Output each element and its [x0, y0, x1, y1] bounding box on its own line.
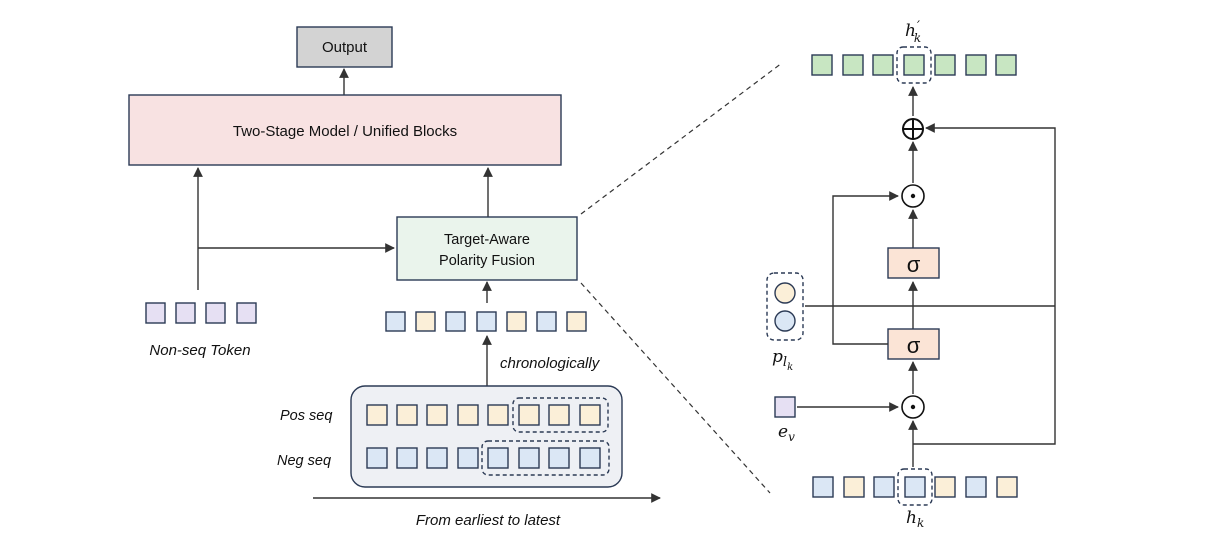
pos-token: [518, 404, 540, 426]
dot-operator-top: [901, 184, 925, 208]
model-box: [128, 94, 562, 166]
neg-token: [579, 447, 601, 469]
pos-token: [579, 404, 601, 426]
neg-selection-dashed: [481, 440, 610, 476]
hk-highlight: [897, 468, 933, 506]
merged-token: [476, 311, 497, 332]
merged-token-row: [385, 311, 587, 332]
polarity-circle-pos: [774, 282, 796, 304]
skip-to-dot-top: [832, 191, 899, 345]
nonseq-token: [145, 302, 166, 324]
pos-token: [426, 404, 448, 426]
neg-token: [366, 447, 388, 469]
zoom-line-top: [580, 62, 783, 215]
pos-selection-dashed: [512, 397, 609, 433]
neg-seq-row: [366, 447, 601, 469]
pos-token: [548, 404, 570, 426]
nonseq-token: [175, 302, 196, 324]
fusion-label-line2: Polarity Fusion: [439, 253, 535, 269]
input-token-row: [812, 476, 1018, 498]
ev-label: ev: [778, 422, 795, 444]
neg-token: [457, 447, 479, 469]
pos-seq-label: Pos seq: [280, 408, 332, 424]
neg-token: [518, 447, 540, 469]
model-label: Two-Stage Model / Unified Blocks: [233, 123, 457, 140]
input-token: [934, 476, 956, 498]
p-label: plk: [772, 347, 793, 373]
input-token: [965, 476, 987, 498]
polarity-circle-neg: [774, 310, 796, 332]
input-token: [843, 476, 865, 498]
merged-token: [445, 311, 466, 332]
ev-token: [774, 396, 796, 418]
sequence-panel: [350, 385, 623, 488]
polarity-embedding-box: [766, 272, 804, 341]
output-box: [296, 26, 393, 68]
nonseq-label: Non-seq Token: [149, 342, 250, 359]
output-token: [995, 54, 1017, 76]
pos-token: [457, 404, 479, 426]
dot-operator-bottom: [901, 395, 925, 419]
hk-prime-label: h′k: [905, 19, 921, 45]
output-token: [934, 54, 956, 76]
input-token: [873, 476, 895, 498]
output-token: [842, 54, 864, 76]
merged-token: [566, 311, 587, 332]
fusion-label-line1: Target-Aware: [444, 232, 530, 248]
input-token: [904, 476, 926, 498]
residual-to-plus: [913, 123, 1056, 445]
output-label: Output: [322, 39, 368, 56]
neg-token: [396, 447, 418, 469]
hk-label: hk: [906, 508, 924, 530]
sigma-bottom-label: σ: [907, 333, 921, 358]
neg-token: [548, 447, 570, 469]
timeline-label: From earliest to latest: [416, 512, 561, 529]
chrono-label: chronologically: [500, 355, 601, 372]
fusion-box: [396, 216, 578, 281]
merged-token: [536, 311, 557, 332]
pos-token: [396, 404, 418, 426]
neg-token: [487, 447, 509, 469]
nonseq-token: [205, 302, 226, 324]
zoom-line-bottom: [580, 282, 771, 494]
nonseq-token: [236, 302, 257, 324]
output-token: [811, 54, 833, 76]
plus-operator: [902, 118, 924, 140]
output-token-row: [811, 54, 1017, 76]
output-token: [872, 54, 894, 76]
merged-token: [385, 311, 406, 332]
sigma-box-top: [887, 247, 940, 279]
input-token: [812, 476, 834, 498]
sigma-box-bottom: [887, 328, 940, 360]
pos-token: [366, 404, 388, 426]
pos-token: [487, 404, 509, 426]
input-token: [996, 476, 1018, 498]
output-token: [903, 54, 925, 76]
neg-seq-label: Neg seq: [277, 453, 331, 469]
neg-token: [426, 447, 448, 469]
merged-token: [415, 311, 436, 332]
hk-prime-highlight: [896, 46, 932, 84]
nonseq-token-row: [145, 302, 257, 324]
pos-seq-row: [366, 404, 601, 426]
output-token: [965, 54, 987, 76]
sigma-top-label: σ: [907, 252, 921, 277]
merged-token: [506, 311, 527, 332]
